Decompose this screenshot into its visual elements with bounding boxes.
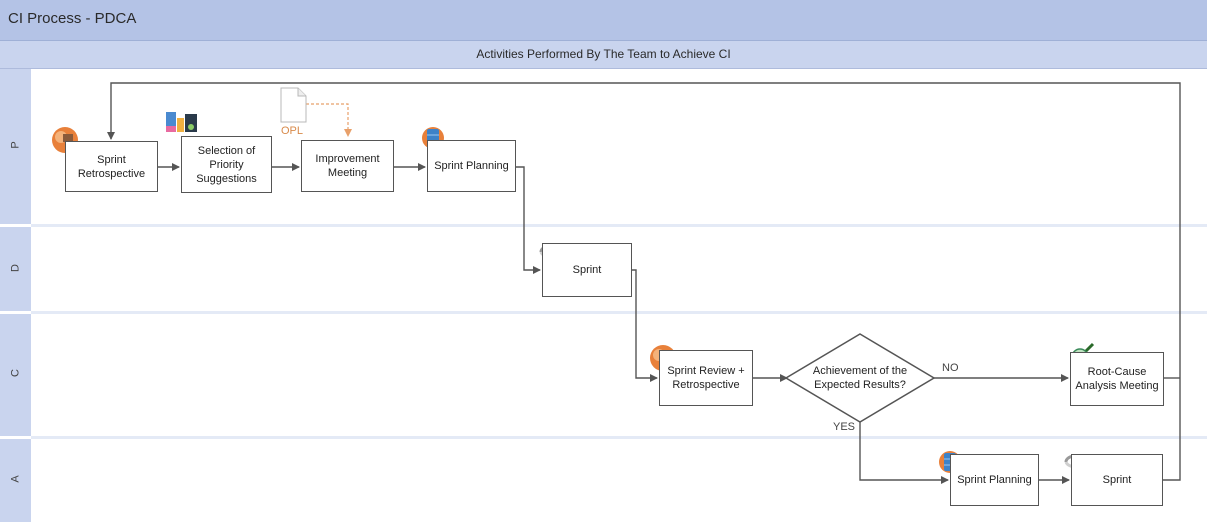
activity-sprint-d[interactable]: Sprint [542,243,632,297]
edge-label-yes: YES [833,421,856,433]
activity-sprint-retrospective[interactable]: Sprint Retrospective [65,141,158,192]
decision-label: Achievement of the Expected Results? [812,365,908,391]
edge-opl-to-improvement [306,103,352,137]
edge-planning-to-sprint [516,166,541,274]
activity-sprint-review-retrospective[interactable]: Sprint Review + Retrospective [659,350,753,406]
activity-sprint-planning-p[interactable]: Sprint Planning [427,140,516,192]
edge-feedback-loop [107,82,1181,481]
lane-header-a [0,439,31,522]
lane-header-p [0,69,31,224]
document-icon [280,87,307,123]
lane-header-c [0,314,31,436]
pool-title: Activities Performed By The Team to Achi… [476,47,731,61]
activity-selection-priority-suggestions[interactable]: Selection of Priority Suggestions [181,136,272,193]
lane-divider [31,436,1207,439]
pool-header: Activities Performed By The Team to Achi… [0,41,1207,69]
edge-sprint-to-review [632,269,658,382]
lane-header-d [0,227,31,311]
edge-label-no: NO [942,362,959,374]
title-bar: CI Process - PDCA [0,0,1207,41]
lane-divider [31,311,1207,314]
page-title: CI Process - PDCA [8,10,137,27]
lane-divider [31,224,1207,227]
activity-root-cause-analysis[interactable]: Root-Cause Analysis Meeting [1070,352,1164,406]
edge-decision-yes [859,422,949,484]
activity-improvement-meeting[interactable]: Improvement Meeting [301,140,394,192]
opl-label: OPL [281,125,304,137]
decision-diamond [784,333,936,423]
activity-sprint-planning-a[interactable]: Sprint Planning [950,454,1039,506]
activity-sprint-a[interactable]: Sprint [1071,454,1163,506]
chart-report-icon [166,112,197,132]
